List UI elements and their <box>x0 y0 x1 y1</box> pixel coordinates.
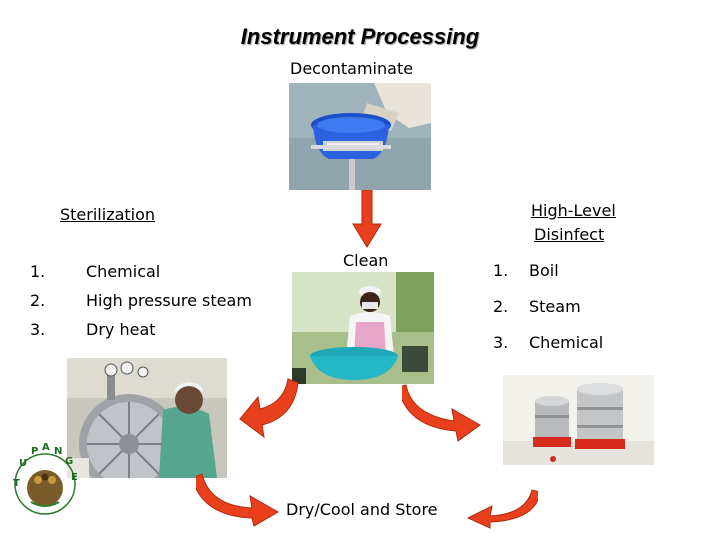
hld-heading-line2: Disinfect <box>534 225 605 244</box>
hld-list: 1.Boil 2.Steam 3.Chemical <box>493 261 693 369</box>
slide-title: Instrument Processing <box>240 24 480 49</box>
hld-item: 2.Steam <box>493 297 581 316</box>
logo-letter: P <box>31 446 38 457</box>
arrow-to-clean <box>352 190 382 248</box>
sterilization-heading: Sterilization <box>60 205 156 224</box>
logo-letter: E <box>71 472 78 483</box>
sterilization-list: 1.Chemical 2.High pressure steam 3.Dry h… <box>30 262 280 349</box>
autoclave-photo <box>67 358 227 478</box>
arrow-sterilization-to-store <box>196 470 282 528</box>
steamer-photo <box>503 375 654 465</box>
arrow-to-sterilization <box>236 375 306 445</box>
logo-letter: A <box>42 442 50 453</box>
tupange-logo: T U P A N G E <box>5 440 85 525</box>
logo-letter: T <box>13 478 20 489</box>
decontaminate-label: Decontaminate <box>290 59 414 78</box>
clean-label: Clean <box>343 251 389 270</box>
sterilization-item: 1.Chemical <box>30 262 161 281</box>
arrow-hld-to-store <box>466 488 538 530</box>
dry-store-label: Dry/Cool and Store <box>286 500 438 519</box>
logo-letter: N <box>54 446 62 457</box>
logo-letter: U <box>19 458 27 469</box>
sterilization-item: 3.Dry heat <box>30 320 156 339</box>
hld-item: 3.Chemical <box>493 333 604 352</box>
hld-heading-line1: High-Level <box>531 201 616 220</box>
hld-item: 1.Boil <box>493 261 559 280</box>
decontaminate-photo <box>289 83 431 190</box>
logo-letter: G <box>65 456 73 467</box>
arrow-to-hld <box>402 375 484 445</box>
sterilization-item: 2.High pressure steam <box>30 291 252 310</box>
clean-photo <box>292 272 434 384</box>
